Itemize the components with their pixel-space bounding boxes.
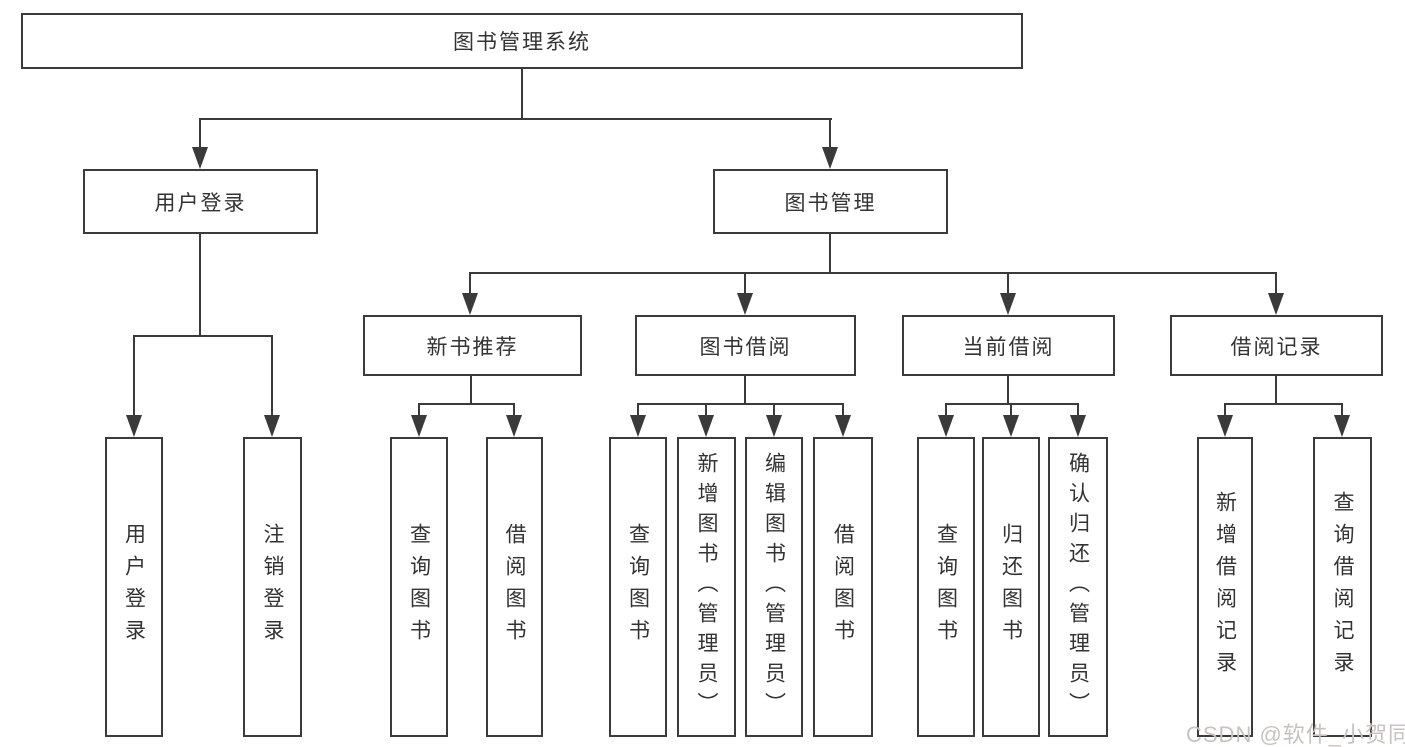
arrowhead-icon — [506, 415, 522, 437]
leaf-query-books-current: 查询图书 — [917, 437, 975, 737]
connector-line — [829, 234, 831, 274]
branch-node-label: 用户登录 — [154, 191, 247, 215]
section-node-label: 借阅记录 — [1230, 335, 1323, 359]
leaf-label: 新增借阅记录 — [1213, 491, 1237, 683]
section-node-new-book-recommend: 新书推荐 — [363, 315, 582, 376]
branch-node-book-management: 图书管理 — [713, 169, 948, 234]
connector-line — [1010, 403, 1012, 417]
connector-line — [199, 234, 201, 336]
leaf-label: 查询图书 — [934, 523, 958, 651]
connector-line — [637, 403, 639, 417]
connector-line — [521, 69, 523, 118]
connector-line — [945, 403, 1079, 405]
arrowhead-icon — [938, 415, 954, 437]
connector-line — [1007, 376, 1009, 404]
leaf-edit-book-admin: 编辑图书（管理员） — [745, 437, 803, 737]
connector-line — [513, 403, 515, 417]
arrowhead-icon — [126, 415, 142, 437]
leaf-label: 编辑图书（管理员） — [762, 452, 786, 722]
leaf-user-login: 用户登录 — [105, 437, 163, 737]
leaf-label: 查询借阅记录 — [1331, 491, 1354, 683]
arrowhead-icon — [1217, 415, 1233, 437]
connector-line — [1275, 376, 1277, 404]
leaf-add-book-admin: 新增图书（管理员） — [677, 437, 736, 737]
connector-line — [1224, 403, 1226, 417]
leaf-label: 借阅图书 — [503, 523, 526, 651]
connector-line — [199, 118, 832, 120]
arrowhead-icon — [766, 415, 782, 437]
arrowhead-icon — [1070, 415, 1086, 437]
leaf-query-books-borrowing: 查询图书 — [609, 437, 667, 737]
connector-line — [469, 272, 471, 296]
connector-line — [744, 376, 746, 404]
leaf-label: 注销登录 — [261, 523, 284, 651]
arrowhead-icon — [835, 415, 851, 437]
connector-line — [1341, 403, 1343, 417]
leaf-add-borrow-record: 新增借阅记录 — [1197, 437, 1253, 737]
root-node-label: 图书管理系统 — [453, 31, 591, 54]
connector-line — [469, 272, 1277, 274]
connector-line — [418, 403, 420, 417]
connector-line — [1007, 272, 1009, 296]
connector-line — [1077, 403, 1079, 417]
arrowhead-icon — [822, 147, 838, 169]
connector-line — [199, 118, 201, 150]
arrowhead-icon — [264, 415, 280, 437]
leaf-label: 查询图书 — [407, 523, 431, 651]
connector-line — [945, 403, 947, 417]
branch-node-label: 图书管理 — [784, 191, 877, 215]
arrowhead-icon — [630, 415, 646, 437]
root-node-library-system: 图书管理系统 — [21, 13, 1023, 69]
arrowhead-icon — [698, 415, 714, 437]
connector-line — [744, 272, 746, 296]
leaf-label: 归还图书 — [999, 523, 1023, 651]
section-node-label: 图书借阅 — [699, 335, 792, 359]
section-node-borrow-records: 借阅记录 — [1170, 315, 1383, 376]
connector-line — [133, 335, 273, 337]
arrowhead-icon — [737, 293, 753, 315]
leaf-query-books-recommend: 查询图书 — [390, 437, 448, 737]
connector-line — [637, 403, 844, 405]
section-node-current-borrowing: 当前借阅 — [902, 315, 1115, 376]
leaf-label: 查询图书 — [626, 523, 650, 651]
arrowhead-icon — [411, 415, 427, 437]
arrowhead-icon — [192, 147, 208, 169]
leaf-label: 新增图书（管理员） — [695, 452, 718, 722]
leaf-return-book: 归还图书 — [982, 437, 1040, 737]
connector-line — [705, 403, 707, 417]
connector-line — [829, 118, 831, 150]
arrowhead-icon — [1000, 293, 1016, 315]
connector-line — [842, 403, 844, 417]
leaf-label: 用户登录 — [122, 523, 146, 651]
connector-line — [418, 403, 515, 405]
connector-line — [271, 335, 273, 417]
connector-line — [470, 376, 472, 404]
arrowhead-icon — [1268, 293, 1284, 315]
connector-line — [1224, 403, 1343, 405]
section-node-label: 当前借阅 — [962, 335, 1055, 359]
section-node-book-borrowing: 图书借阅 — [635, 315, 856, 376]
connector-line — [133, 335, 135, 417]
leaf-label: 确认归还（管理员） — [1066, 452, 1090, 722]
arrowhead-icon — [462, 293, 478, 315]
leaf-borrow-books-borrowing: 借阅图书 — [813, 437, 873, 737]
section-node-label: 新书推荐 — [426, 335, 519, 359]
connector-line — [773, 403, 775, 417]
leaf-query-borrow-record: 查询借阅记录 — [1313, 437, 1372, 737]
connector-line — [1275, 272, 1277, 296]
leaf-label: 借阅图书 — [831, 523, 855, 651]
leaf-logout: 注销登录 — [243, 437, 302, 737]
arrowhead-icon — [1334, 415, 1350, 437]
csdn-watermark: CSDN @软件_小贺同学 — [1186, 722, 1405, 747]
leaf-borrow-books-recommend: 借阅图书 — [486, 437, 543, 737]
arrowhead-icon — [1003, 415, 1019, 437]
leaf-confirm-return-admin: 确认归还（管理员） — [1048, 437, 1108, 737]
branch-node-user-login: 用户登录 — [83, 169, 318, 234]
